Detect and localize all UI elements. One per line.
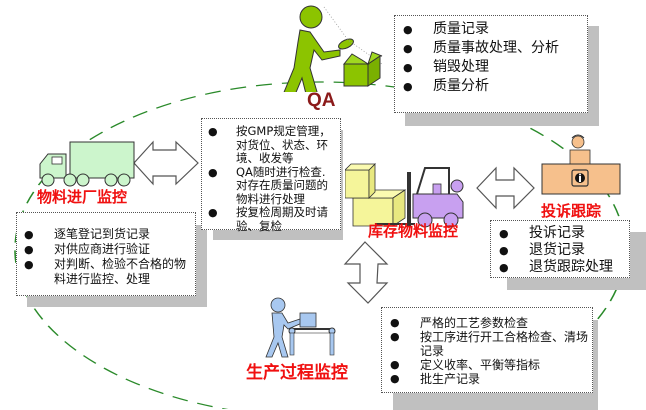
production-item: ●严格的工艺参数检查 [390,316,529,330]
incoming-info-box: ●逐笔登记到货记录 ●对供应商进行验证 ●对判断、检验不合格的物料进行监控、处理 [16,212,196,296]
qa-info-box: ●质量记录 ●质量事故处理、分析 ●销毁处理 ●质量分析 [394,15,588,113]
truck-icon [39,141,135,187]
inventory-item: ●按GMP规定管理，对货位、状态、环境、收发等 [208,124,331,165]
production-info-box: ●严格的工艺参数检查 ●按工序进行开工合格检查、清场记录 ●定义收率、平衡等指标… [381,307,593,393]
complaint-item: ●退货跟踪处理 [499,259,613,275]
complaint-item: ●投诉记录 [499,225,585,241]
incoming-item: ●逐笔登记到货记录 [24,227,151,241]
qa-label: QA [307,90,336,111]
qa-item: ●质量分析 [403,78,489,94]
production-label: 生产过程监控 [246,363,348,383]
qa-item: ●质量事故处理、分析 [403,40,559,56]
complaint-label: 投诉跟踪 [541,202,602,220]
help-desk-icon [541,134,621,195]
inventory-info-box: ●按GMP规定管理，对货位、状态、环境、收发等 ●QA随时进行检查.对存在质量问… [201,118,341,233]
complaint-item: ●退货记录 [499,242,585,258]
double-arrow-complaint [476,166,535,210]
double-arrow-production [343,241,389,304]
incoming-item: ●对判断、检验不合格的物料进行监控、处理 [24,257,187,286]
qa-item: ●销毁处理 [403,59,489,75]
inspector-icon [283,5,383,92]
inventory-item: ●按复检周期及时请验、复检 [208,205,328,233]
production-item: ●批生产记录 [390,372,481,386]
production-item: ●定义收率、平衡等指标 [390,358,541,372]
inventory-label: 库存物料监控 [368,222,459,240]
complaint-info-box: ●投诉记录 ●退货记录 ●退货跟踪处理 [490,220,630,278]
inventory-item: ●QA随时进行检查.对存在质量问题的物料进行处理 [208,164,328,206]
qa-item: ●质量记录 [403,21,489,37]
forklift-icon [345,163,464,228]
double-arrow-incoming [133,140,199,186]
incoming-label: 物料进厂监控 [37,188,128,206]
incoming-item: ●对供应商进行验证 [24,242,151,256]
conveyor-worker-icon [265,297,336,358]
production-item: ●按工序进行开工合格检查、清场记录 [390,330,589,358]
